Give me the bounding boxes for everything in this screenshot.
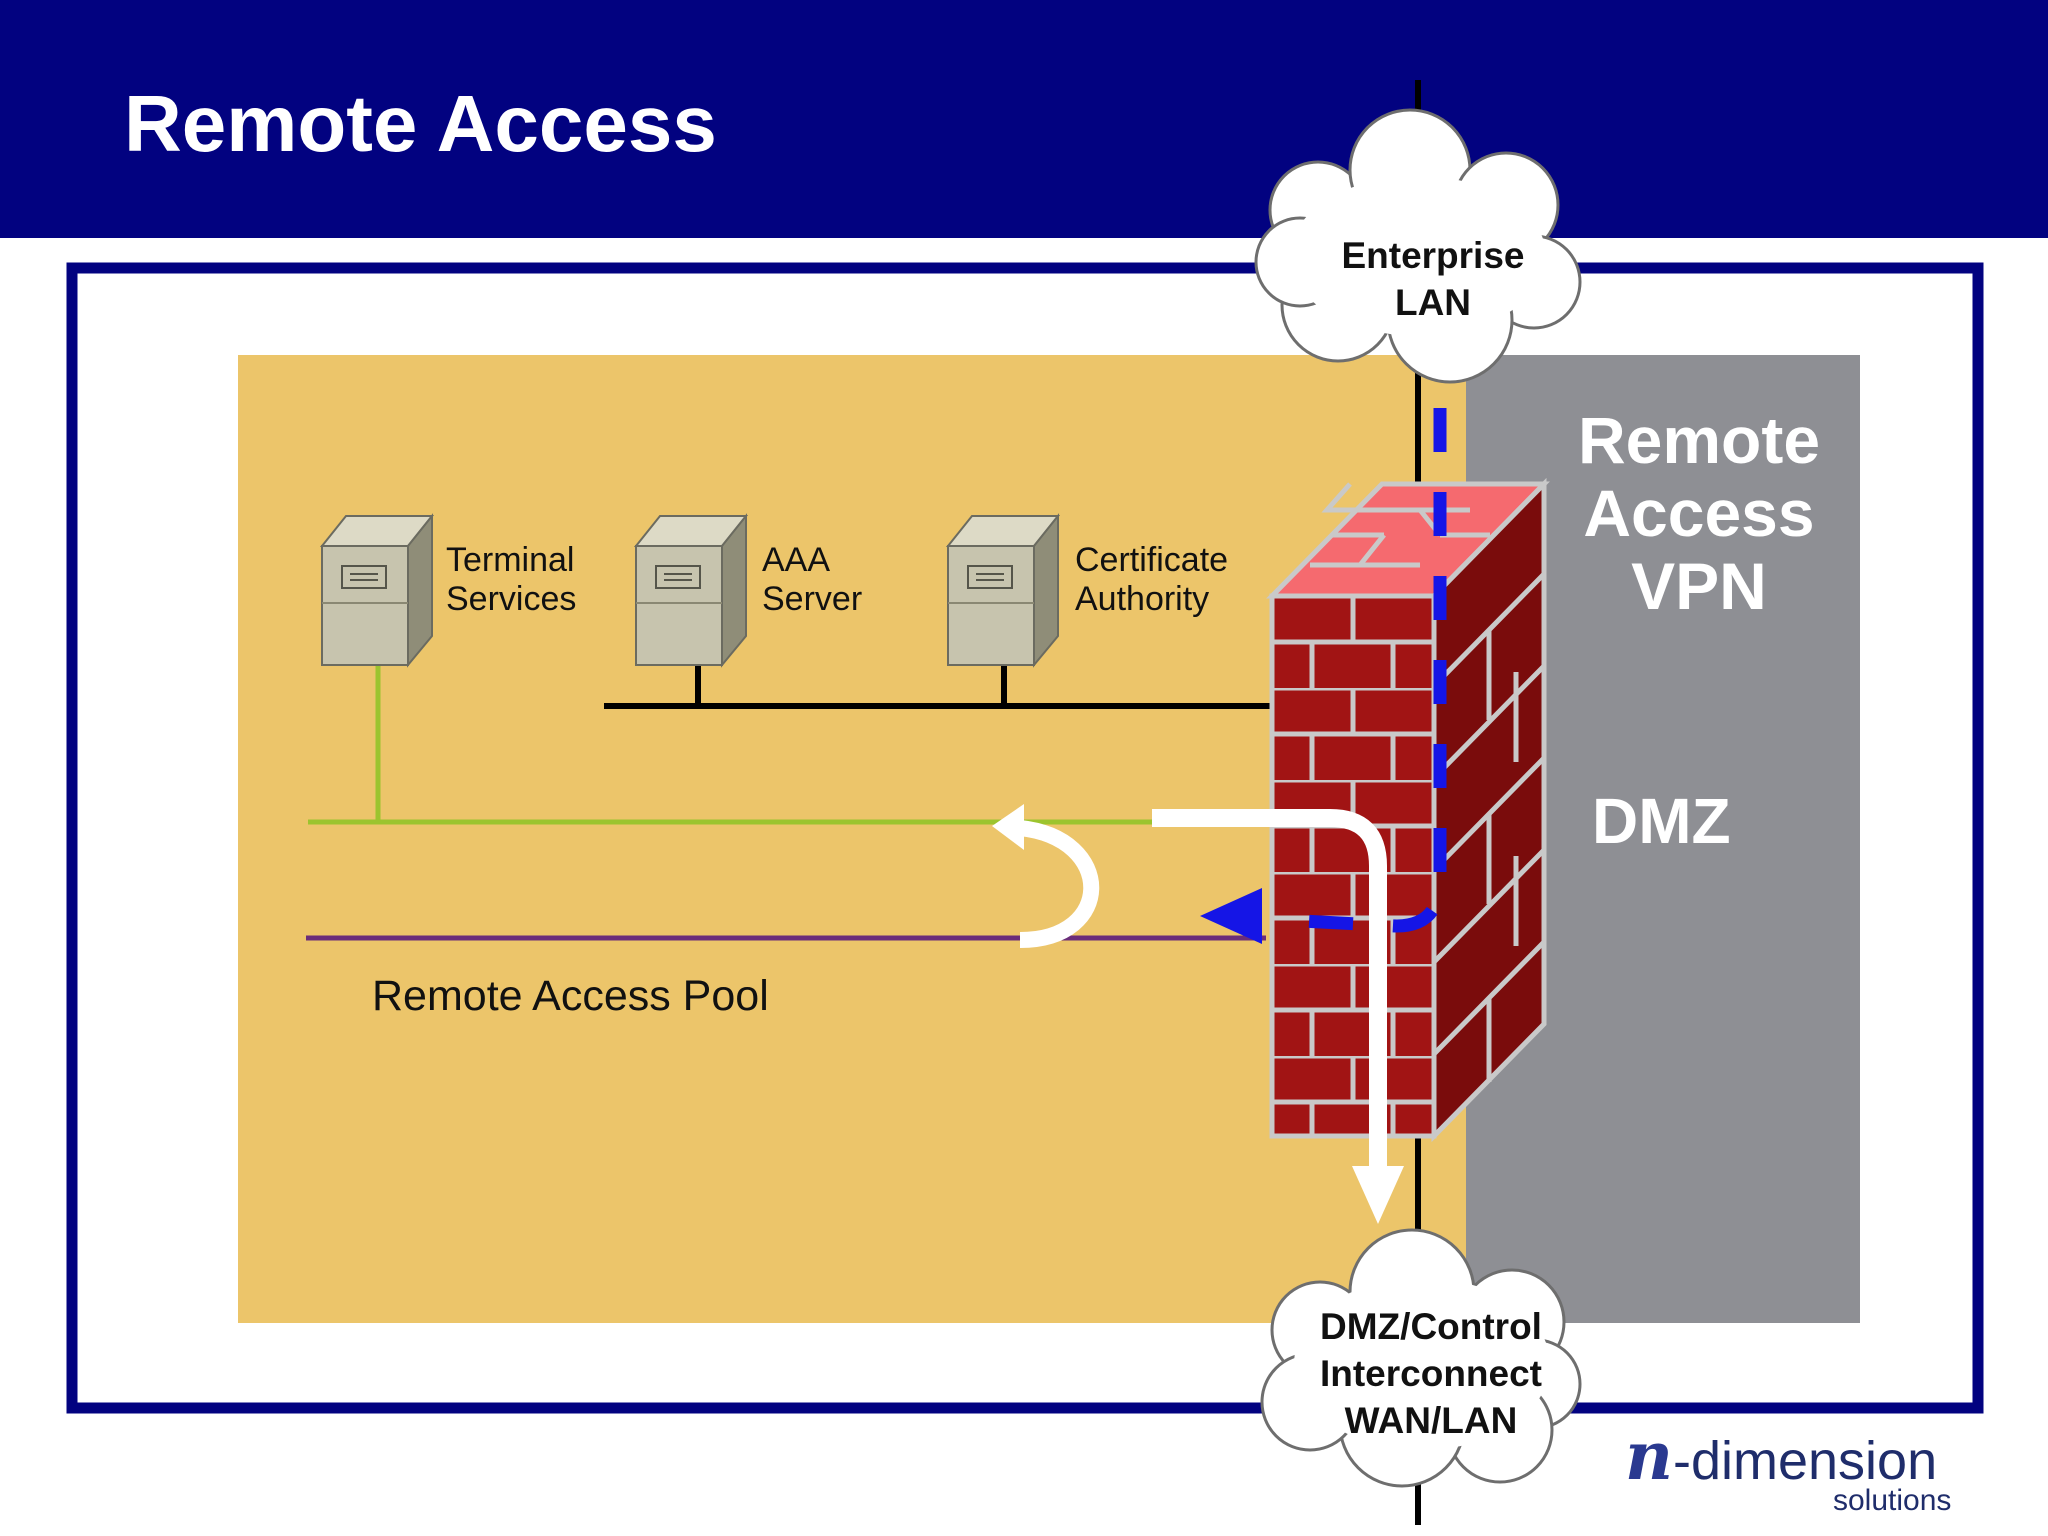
slide-frame — [66, 262, 1984, 1414]
u-turn-arrow-icon — [1018, 820, 1100, 948]
aaa-server-label-line1: AAA — [762, 541, 831, 579]
terminal-services-label-line2: Services — [446, 580, 577, 618]
certificate-authority-label-line2: Authority — [1075, 580, 1210, 618]
logo-subtitle: solutions — [1833, 1484, 1952, 1517]
dmz-control-label-line3: WAN/LAN — [1344, 1400, 1518, 1441]
page-title: Remote Access — [124, 79, 717, 168]
dmz-label: DMZ — [1592, 785, 1731, 857]
dmz-control-interconnect-label: DMZ/Control Interconnect WAN/LAN — [1286, 1303, 1576, 1444]
enterprise-lan-label: Enterprise LAN — [1298, 232, 1568, 326]
remote-access-pool-label: Remote Access Pool — [372, 972, 769, 1020]
remote-access-vpn-line1: Remote — [1577, 403, 1821, 477]
certificate-authority-label: Certificate Authority — [1075, 541, 1228, 619]
aaa-server-icon — [633, 513, 749, 668]
traffic-path-arrow-icon — [1152, 809, 1387, 1188]
logo-mark: n — [1625, 1417, 1673, 1495]
certificate-authority-label-line1: Certificate — [1075, 541, 1229, 579]
firewall-icon — [1266, 477, 1550, 1143]
aaa-server-label: AAA Server — [762, 541, 862, 619]
terminal-services-label-line1: Terminal — [446, 541, 575, 579]
aaa-server-label-line2: Server — [762, 580, 863, 618]
logo-wordmark: n-dimension — [1625, 1423, 1938, 1491]
traffic-path-arrow-head-icon — [1352, 1166, 1404, 1224]
vpn-tunnel-line — [1283, 408, 1447, 933]
terminal-services-server-icon — [319, 513, 435, 668]
enterprise-lan-label-line2: LAN — [1394, 282, 1472, 323]
remote-access-vpn-label: Remote Access VPN — [1554, 404, 1844, 623]
dmz-control-label-line2: Interconnect — [1319, 1353, 1543, 1394]
certificate-authority-server-icon — [945, 513, 1061, 668]
enterprise-lan-label-line1: Enterprise — [1341, 235, 1525, 276]
u-turn-arrow-head-icon — [992, 804, 1024, 850]
dmz-control-interconnect-cloud-icon — [1260, 1228, 1582, 1488]
n-dimension-logo: n-dimension solutions — [1625, 1423, 1951, 1517]
title-bar — [0, 0, 2048, 238]
remote-access-vpn-line3: VPN — [1631, 549, 1767, 623]
remote-access-vpn-line2: Access — [1583, 476, 1815, 550]
internal-zone — [238, 355, 1466, 1323]
logo-main-text: -dimension — [1673, 1431, 1938, 1491]
dmz-control-label-line1: DMZ/Control — [1320, 1306, 1542, 1347]
enterprise-lan-cloud-icon — [1254, 108, 1582, 384]
vpn-tunnel-arrow-icon — [1200, 888, 1262, 944]
terminal-services-label: Terminal Services — [446, 541, 576, 619]
